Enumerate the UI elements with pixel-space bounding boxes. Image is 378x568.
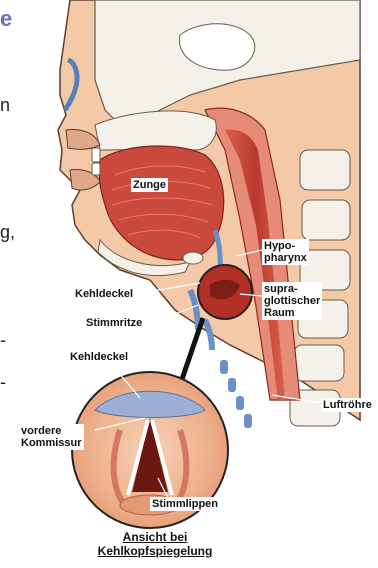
label-stimmritze: Stimmritze [84, 316, 144, 330]
label-kehldeckel: Kehldeckel [73, 287, 135, 301]
label-hypopharynx: Hypo- pharynx [262, 239, 309, 265]
tracheal-rings [220, 360, 252, 428]
hyoid-bone [183, 252, 203, 264]
caption-laryngoscopy-view: Ansicht bei Kehlkopfspiegelung [75, 530, 235, 558]
label-supraglottischer-raum: supra- glottischer Raum [262, 282, 322, 320]
label-zunge: Zunge [131, 178, 168, 192]
text-fragment: g, [0, 222, 15, 243]
tooth [92, 163, 100, 175]
text-fragment: n [0, 95, 10, 116]
label-vordere-kommissur: vordere Kommissur [19, 424, 84, 450]
text-fragment: - [0, 372, 6, 393]
text-fragment: - [0, 330, 6, 351]
label-luftroehre: Luftröhre [321, 398, 372, 412]
label-kehldeckel-inset: Kehldeckel [68, 350, 130, 364]
title-fragment: e [0, 6, 12, 32]
inset-connector-line [180, 318, 203, 385]
tooth [92, 148, 100, 162]
label-stimmlippen: Stimmlippen [150, 497, 220, 511]
